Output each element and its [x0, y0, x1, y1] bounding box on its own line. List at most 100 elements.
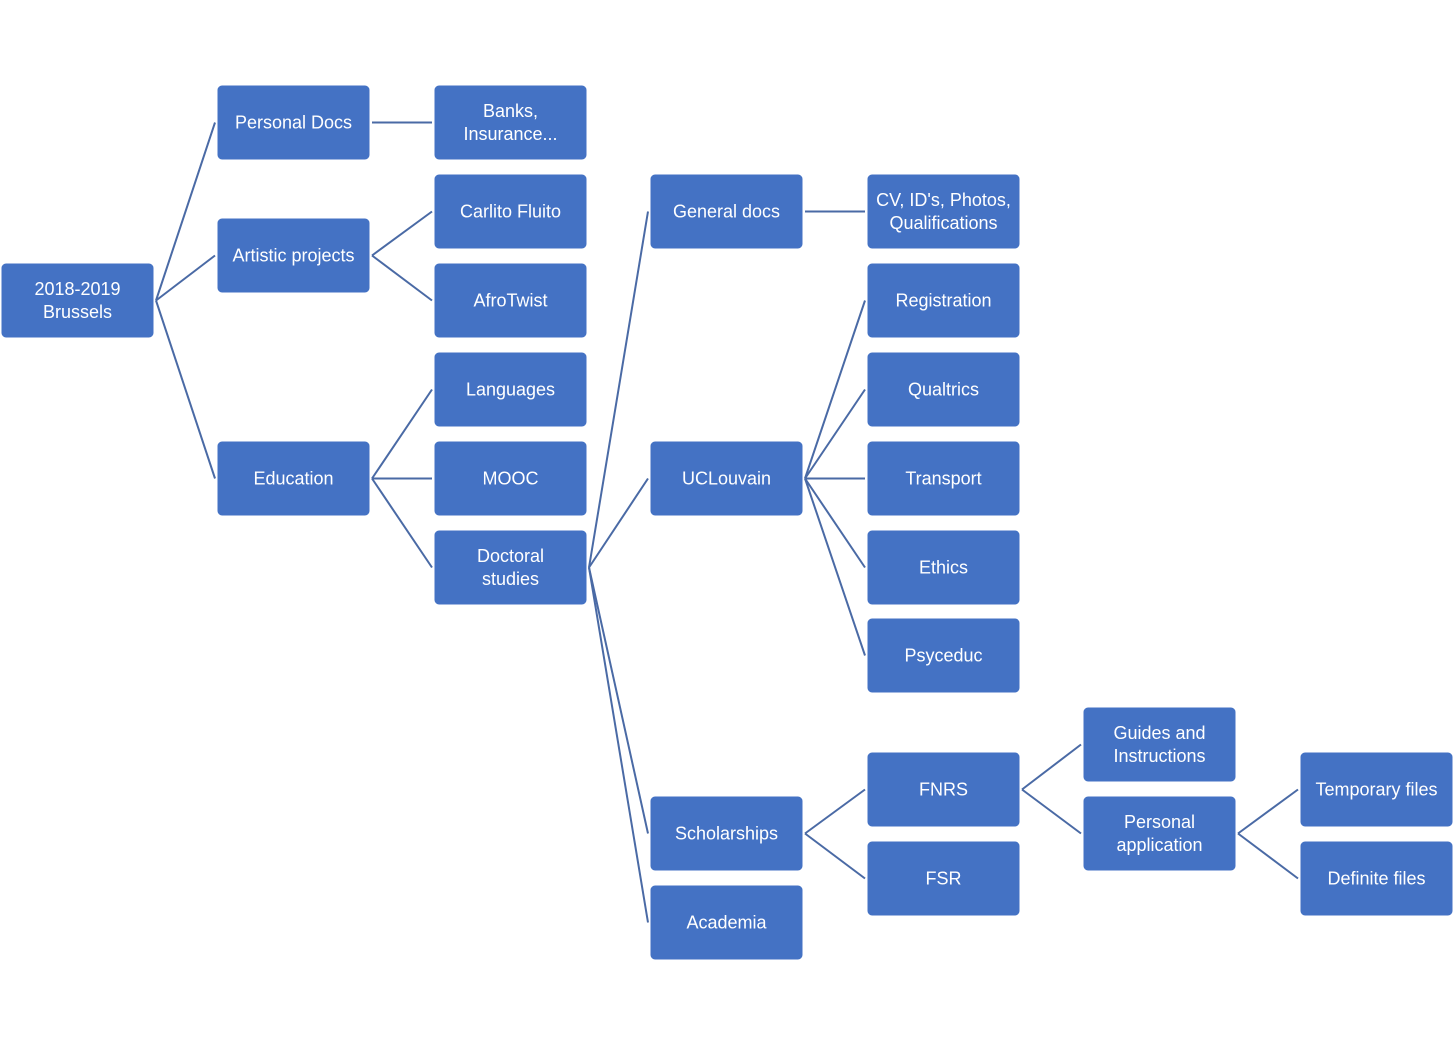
connector-scholarships-to-fnrs: [804, 788, 866, 835]
node-label-scholarships: Scholarships: [675, 824, 778, 844]
connector-root-to-artistic-projects: [155, 254, 216, 302]
node-box-transport: [866, 440, 1021, 517]
connector-personal-application-to-definite-files: [1237, 832, 1299, 880]
connector-lines: [155, 121, 1299, 923]
connector-doctoral-studies-to-scholarships: [588, 567, 649, 834]
node-box-ethics: [866, 529, 1021, 606]
node-mooc: MOOC: [433, 440, 588, 517]
node-box-scholarships: [649, 795, 804, 872]
node-label-academia: Academia: [686, 913, 767, 933]
connector-artistic-projects-to-carlito-fluito: [371, 210, 433, 257]
node-box-personal-application: [1082, 795, 1237, 872]
connector-uclouvain-to-qualtrics: [804, 388, 866, 480]
node-label-doctoral-studies: Doctoral: [477, 546, 544, 566]
node-label-temporary-files: Temporary files: [1315, 780, 1437, 800]
node-label-root: Brussels: [43, 302, 112, 322]
node-box-artistic-projects: [216, 217, 371, 294]
node-box-root: [0, 262, 155, 339]
node-box-personal-docs: [216, 84, 371, 161]
connector-uclouvain-to-psyceduc: [804, 478, 866, 656]
node-label-banks: Banks,: [483, 101, 538, 121]
node-box-qualtrics: [866, 351, 1021, 428]
node-label-personal-application: Personal: [1124, 812, 1195, 832]
node-banks: Banks, Insurance...: [433, 84, 588, 161]
node-psyceduc: Psyceduc: [866, 617, 1021, 694]
node-label-ethics: Ethics: [919, 558, 968, 578]
node-box-psyceduc: [866, 617, 1021, 694]
node-registration: Registration: [866, 262, 1021, 339]
node-label-carlito-fluito: Carlito Fluito: [460, 202, 561, 222]
node-label-root: 2018-2019: [34, 279, 120, 299]
node-label-afrotwist: AfroTwist: [473, 291, 547, 311]
node-cv-ids: CV, ID's, Photos,Qualifications: [866, 173, 1021, 250]
node-label-personal-docs: Personal Docs: [235, 113, 352, 133]
connector-uclouvain-to-registration: [804, 300, 866, 479]
connector-root-to-personal-docs: [155, 122, 216, 301]
node-general-docs: General docs: [649, 173, 804, 250]
node-box-doctoral-studies: [433, 529, 588, 606]
node-ethics: Ethics: [866, 529, 1021, 606]
connector-doctoral-studies-to-general-docs: [588, 211, 649, 568]
node-box-afrotwist: [433, 262, 588, 339]
connector-fnrs-to-personal-application: [1021, 788, 1082, 835]
node-box-uclouvain: [649, 440, 804, 517]
node-carlito-fluito: Carlito Fluito: [433, 173, 588, 250]
node-definite-files: Definite files: [1299, 840, 1454, 917]
node-box-fnrs: [866, 751, 1021, 828]
node-scholarships: Scholarships: [649, 795, 804, 872]
node-label-registration: Registration: [895, 291, 991, 311]
node-box-education: [216, 440, 371, 517]
node-box-academia: [649, 884, 804, 961]
node-label-fsr: FSR: [926, 869, 962, 889]
node-box-temporary-files: [1299, 751, 1454, 828]
node-artistic-projects: Artistic projects: [216, 217, 371, 294]
node-box-languages: [433, 351, 588, 428]
connector-doctoral-studies-to-uclouvain: [588, 477, 649, 569]
node-personal-application: Personal application: [1082, 795, 1237, 872]
node-academia: Academia: [649, 884, 804, 961]
node-label-fnrs: FNRS: [919, 780, 968, 800]
node-label-general-docs: General docs: [673, 202, 780, 222]
node-uclouvain: UCLouvain: [649, 440, 804, 517]
node-box-fsr: [866, 840, 1021, 917]
node-afrotwist: AfroTwist: [433, 262, 588, 339]
node-label-qualtrics: Qualtrics: [908, 380, 979, 400]
node-transport: Transport: [866, 440, 1021, 517]
connector-uclouvain-to-ethics: [804, 477, 866, 569]
connector-doctoral-studies-to-academia: [588, 567, 649, 923]
node-label-personal-application: application: [1116, 835, 1202, 855]
node-fsr: FSR: [866, 840, 1021, 917]
node-box-registration: [866, 262, 1021, 339]
node-box-mooc: [433, 440, 588, 517]
connector-root-to-education: [155, 300, 216, 479]
node-label-education: Education: [253, 469, 333, 489]
node-label-psyceduc: Psyceduc: [904, 646, 982, 666]
node-box-general-docs: [649, 173, 804, 250]
node-box-carlito-fluito: [433, 173, 588, 250]
node-label-languages: Languages: [466, 380, 555, 400]
node-box-banks: [433, 84, 588, 161]
node-label-guides: Guides and: [1113, 723, 1205, 743]
node-education: Education: [216, 440, 371, 517]
node-box-guides: [1082, 706, 1237, 783]
connector-scholarships-to-fsr: [804, 832, 866, 880]
node-box-definite-files: [1299, 840, 1454, 917]
node-label-banks: Insurance...: [463, 124, 557, 144]
node-languages: Languages: [433, 351, 588, 428]
connector-artistic-projects-to-afrotwist: [371, 254, 433, 302]
connector-personal-application-to-temporary-files: [1237, 788, 1299, 835]
node-label-cv-ids: CV, ID's, Photos,: [876, 190, 1011, 210]
node-label-doctoral-studies: studies: [482, 569, 539, 589]
node-label-uclouvain: UCLouvain: [682, 469, 771, 489]
connector-fnrs-to-guides: [1021, 743, 1082, 791]
node-qualtrics: Qualtrics: [866, 351, 1021, 428]
connector-education-to-doctoral-studies: [371, 477, 433, 569]
node-personal-docs: Personal Docs: [216, 84, 371, 161]
node-label-definite-files: Definite files: [1327, 869, 1425, 889]
node-doctoral-studies: Doctoral studies: [433, 529, 588, 606]
node-box-cv-ids: [866, 173, 1021, 250]
